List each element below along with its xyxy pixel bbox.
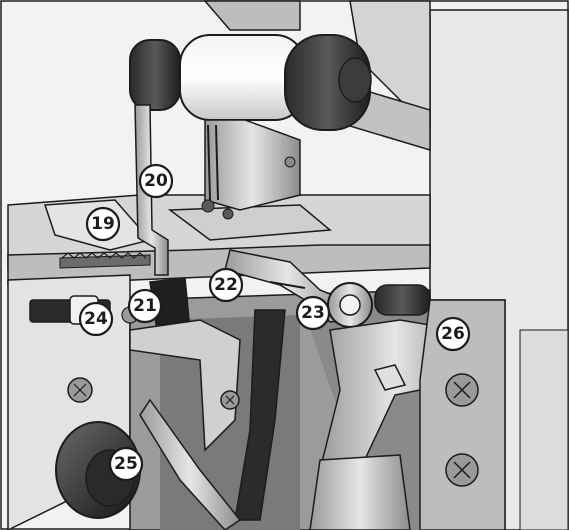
mount-plate [373, 299, 506, 530]
callout-23-label: 23 [301, 303, 325, 323]
callout-22: 22 [208, 267, 244, 303]
callout-20-label: 20 [144, 171, 168, 191]
callout-19: 19 [85, 206, 121, 242]
feed-dog [59, 252, 151, 269]
callout-19-label: 19 [91, 214, 115, 234]
callout-26: 26 [435, 316, 471, 352]
thread-guide-arm [134, 104, 169, 276]
callout-25: 25 [108, 446, 144, 482]
callout-21-label: 21 [133, 296, 157, 316]
callout-25-label: 25 [114, 454, 138, 474]
callout-21: 21 [127, 288, 163, 324]
callout-23: 23 [295, 295, 331, 331]
upper-arm [203, 0, 431, 152]
callout-24: 24 [78, 301, 114, 337]
thread-roller [129, 34, 372, 131]
callout-26-label: 26 [441, 324, 465, 344]
callout-20: 20 [138, 163, 174, 199]
needle-clamp [201, 119, 301, 220]
callout-24-label: 24 [84, 309, 108, 329]
lower-looper [129, 309, 286, 530]
callout-22-label: 22 [214, 275, 238, 295]
